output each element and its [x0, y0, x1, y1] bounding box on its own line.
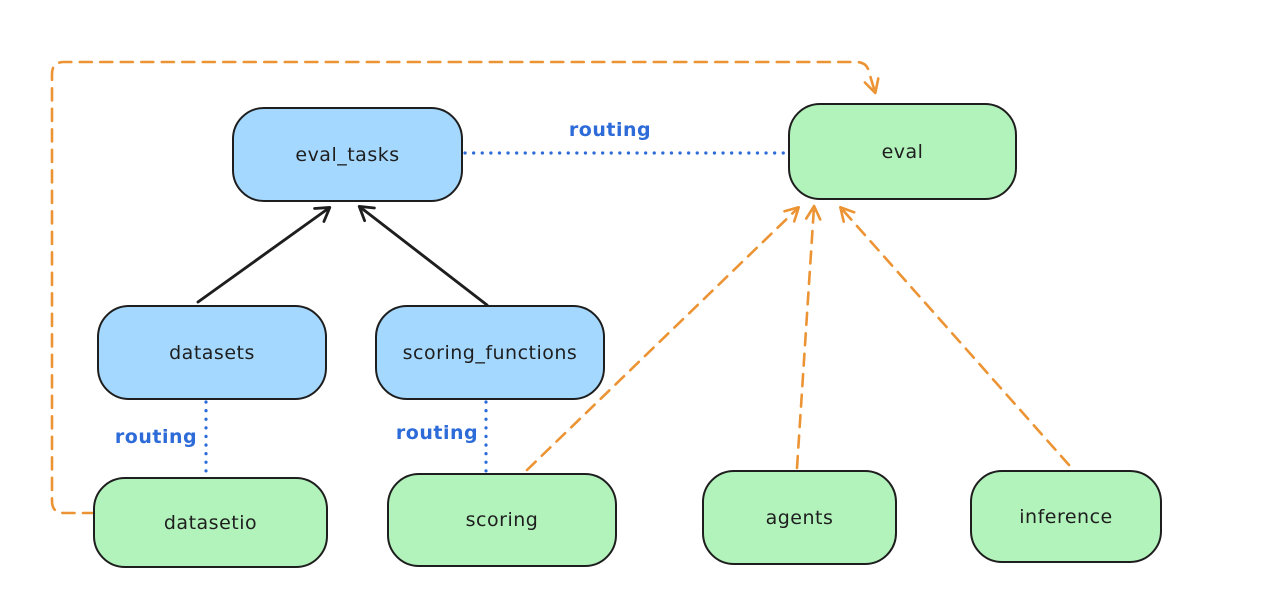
edge-agents-eval	[795, 204, 822, 470]
edge-datasets-eval-tasks	[196, 206, 332, 304]
routing-label-scoring-functions-scoring: routing	[395, 422, 479, 444]
node-eval: eval	[788, 103, 1017, 200]
routing-label-datasets-datasetio: routing	[114, 426, 198, 448]
routing-label-eval-tasks-eval: routing	[568, 119, 652, 141]
node-datasets: datasets	[97, 305, 327, 400]
edge-inference-eval	[839, 205, 1071, 467]
edge-scoring-functions-eval-tasks	[357, 204, 489, 307]
node-agents: agents	[702, 470, 897, 565]
node-eval-tasks: eval_tasks	[232, 107, 463, 202]
node-inference: inference	[970, 470, 1162, 563]
node-datasetio: datasetio	[93, 477, 328, 568]
node-scoring-functions: scoring_functions	[375, 305, 605, 400]
node-scoring: scoring	[387, 473, 617, 567]
